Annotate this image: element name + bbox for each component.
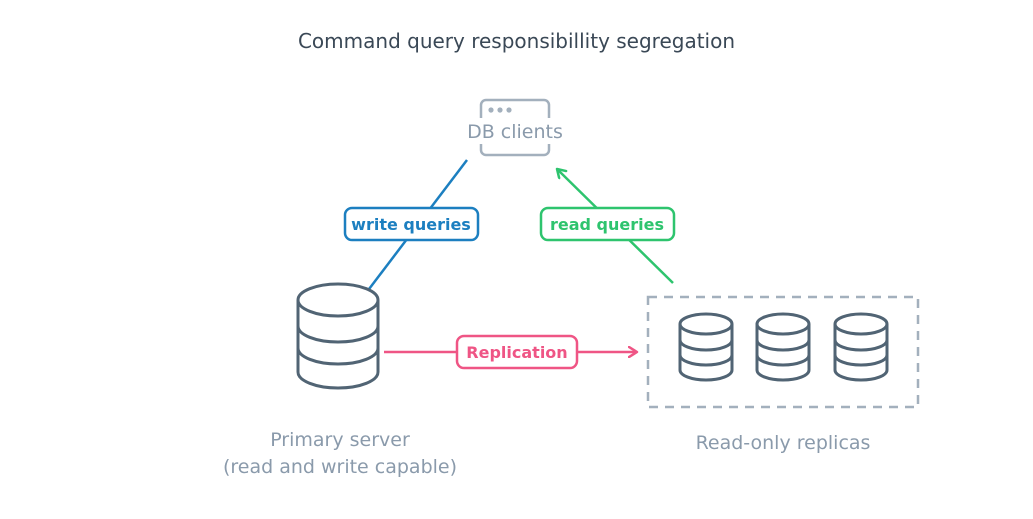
read-queries-label: read queries: [550, 215, 664, 234]
diagram-title: Command query responsibillity segregatio…: [297, 29, 736, 53]
primary-server-caption: Primary server (read and write capable): [190, 427, 490, 481]
primary-server-subtitle: (read and write capable): [222, 456, 458, 478]
replicas-caption: Read-only replicas: [695, 432, 871, 454]
write-queries-badge: [343, 206, 480, 242]
clients-label-bg: [462, 118, 570, 144]
window-dot-icon: [506, 107, 512, 113]
db-clients-label: DB clients: [467, 121, 563, 143]
read-queries-badge: [539, 206, 676, 242]
db-clients-node: DB clients: [462, 98, 570, 157]
primary-server-title: Primary server: [270, 429, 410, 451]
replica-database-icon: [755, 312, 811, 382]
replica-database-icon: [678, 312, 734, 382]
replica-database-icon: [833, 312, 889, 382]
replicas-group: [646, 295, 920, 409]
write-queries-label: write queries: [351, 215, 471, 234]
primary-database-icon: [296, 282, 380, 390]
write-queries-edge: write queries: [343, 159, 480, 297]
replicas-dashed-box: [646, 295, 920, 409]
window-dot-icon: [497, 107, 503, 113]
replication-edge: Replication: [384, 334, 637, 370]
replication-badge: [455, 334, 579, 370]
replication-label: Replication: [466, 343, 567, 362]
read-queries-edge: read queries: [539, 169, 676, 284]
window-dot-icon: [488, 107, 494, 113]
